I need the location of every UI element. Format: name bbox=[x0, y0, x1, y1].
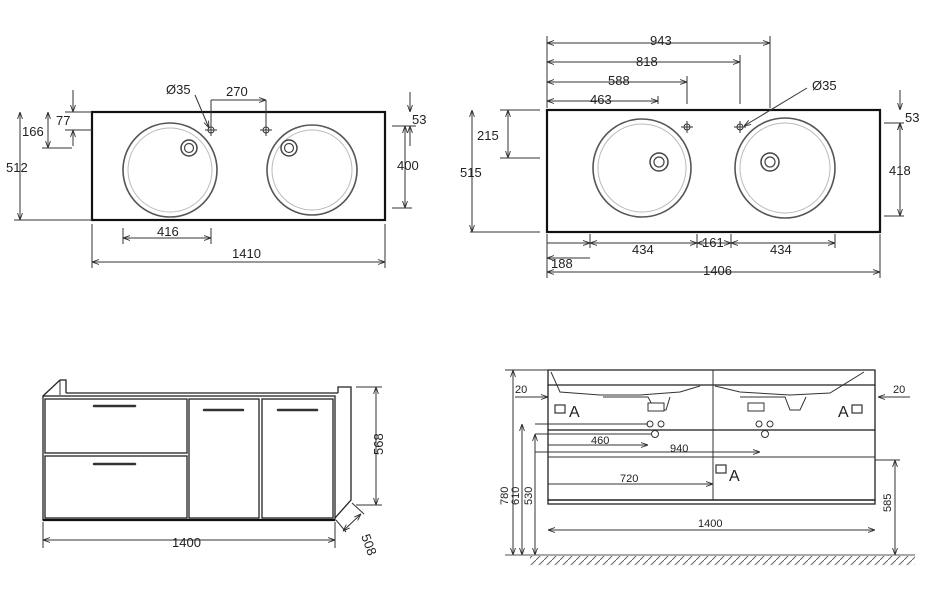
dim-400: 400 bbox=[397, 158, 419, 173]
dim-270: 270 bbox=[226, 84, 248, 99]
drawer-top bbox=[44, 398, 188, 454]
basin-outline bbox=[90, 110, 387, 222]
dim-460: 460 bbox=[591, 435, 609, 447]
drawer-bottom bbox=[44, 455, 188, 519]
door-left bbox=[188, 398, 260, 519]
top-right-basin-view: 943 818 588 463 Ø35 215 515 53 418 434 1… bbox=[460, 33, 919, 278]
dim-215: 215 bbox=[477, 128, 499, 143]
tap-hole-left bbox=[205, 124, 217, 136]
dim-77: 77 bbox=[56, 113, 70, 128]
bowl-left bbox=[122, 122, 218, 218]
marker-a-center: A bbox=[729, 468, 740, 485]
dim-512: 512 bbox=[6, 160, 28, 175]
tap-hole-right-r bbox=[734, 121, 746, 133]
dim-720: 720 bbox=[620, 473, 638, 485]
dim-20-left: 20 bbox=[515, 384, 527, 396]
dim-530: 530 bbox=[523, 487, 535, 505]
bowl-left-r bbox=[592, 118, 692, 218]
dim-20-right: 20 bbox=[893, 384, 905, 396]
dim-d35-right: Ø35 bbox=[812, 78, 837, 93]
door-right bbox=[261, 398, 334, 519]
bowl-right-r bbox=[734, 117, 836, 219]
marker-a-left: A bbox=[569, 404, 580, 421]
dim-1400-install: 1400 bbox=[698, 518, 722, 530]
dim-780: 780 bbox=[499, 487, 511, 505]
dim-610: 610 bbox=[510, 487, 522, 505]
dim-463: 463 bbox=[590, 92, 612, 107]
dim-588: 588 bbox=[608, 73, 630, 88]
marker-a-right: A bbox=[838, 404, 849, 421]
dim-161: 161 bbox=[702, 235, 724, 250]
dim-416: 416 bbox=[157, 224, 179, 239]
dim-166: 166 bbox=[22, 124, 44, 139]
dim-568: 568 bbox=[371, 433, 386, 455]
dim-53-right: 53 bbox=[905, 110, 919, 125]
dim-1410: 1410 bbox=[232, 246, 261, 261]
floor-hatch bbox=[530, 556, 915, 565]
dim-418: 418 bbox=[889, 163, 911, 178]
dim-188: 188 bbox=[551, 256, 573, 271]
dim-d35-left: Ø35 bbox=[166, 82, 191, 97]
dim-1406: 1406 bbox=[703, 263, 732, 278]
tap-hole-right bbox=[260, 124, 272, 136]
top-left-basin-view: Ø35 270 77 166 512 53 400 416 1410 bbox=[6, 82, 426, 268]
dim-940: 940 bbox=[670, 443, 688, 455]
dim-818: 818 bbox=[636, 54, 658, 69]
basin-outline-right bbox=[545, 108, 882, 234]
installation-view: A A A 20 20 460 940 720 1400 780 610 530 bbox=[499, 369, 915, 565]
dim-508: 508 bbox=[358, 532, 380, 558]
dim-943: 943 bbox=[650, 33, 672, 48]
dim-585: 585 bbox=[882, 494, 894, 512]
dim-515: 515 bbox=[460, 165, 482, 180]
dim-434b: 434 bbox=[770, 242, 792, 257]
tap-hole-left-r bbox=[681, 121, 693, 133]
dim-434a: 434 bbox=[632, 242, 654, 257]
cabinet-view: 568 1400 508 bbox=[42, 379, 386, 558]
dim-1400-cabinet: 1400 bbox=[172, 535, 201, 550]
bowl-right bbox=[266, 124, 358, 216]
install-basin-top bbox=[547, 369, 876, 386]
dim-53-left: 53 bbox=[412, 112, 426, 127]
